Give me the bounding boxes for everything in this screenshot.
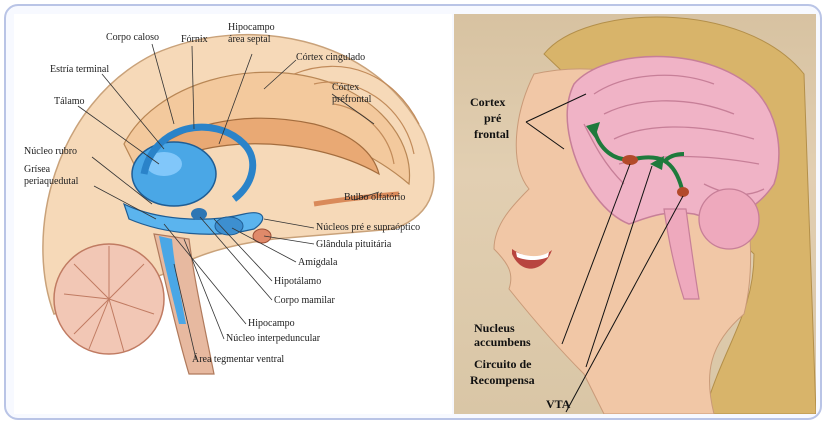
label-area-tegmentar-ventral: Área tegmentar ventral [192, 354, 284, 365]
label-nucleo-interpeduncular: Núcleo interpeduncular [226, 333, 320, 344]
label-hipocampo-area-septal-2: área septal [228, 34, 270, 45]
label-cortex-cingulado: Córtex cingulado [296, 52, 365, 63]
nucleus-accumbens-dot [622, 155, 638, 165]
vta-dot [677, 187, 689, 197]
label-nucleos-pre-supraoptico: Núcleos pré e supraóptico [316, 222, 420, 233]
label-corpo-caloso: Corpo caloso [106, 32, 159, 43]
mammillary-body-shape [191, 208, 207, 220]
label-estria-terminal: Estría terminal [50, 64, 109, 75]
amygdala-shape [215, 217, 243, 235]
label-corpo-mamilar: Corpo mamilar [274, 295, 335, 306]
label-circuito-recompensa-2: Recompensa [470, 374, 535, 387]
label-nucleus-accumbens-2: accumbens [474, 336, 531, 349]
label-bulbo-olfatorio: Bulbo olfatório [344, 192, 405, 203]
label-cortex-pre-frontal-3: frontal [474, 128, 509, 141]
reward-circuit-illustration: Cortex pré frontal Nucleus accumbens Cir… [454, 14, 816, 414]
label-cortex-pre-frontal-2: pré [484, 112, 501, 125]
label-hipotalamo: Hipotálamo [274, 276, 321, 287]
limbic-system-illustration: Corpo caloso Fórnix Hipocampo área septa… [14, 14, 452, 414]
label-grisea-periaquedutal-2: periaquedutal [24, 176, 78, 187]
label-glandula-pituitaria: Glândula pituitária [316, 239, 391, 250]
label-cortex-prefrontal-2: préfrontal [332, 94, 371, 105]
reward-circuit-drawing [454, 14, 816, 414]
label-cortex-prefrontal-1: Córtex [332, 82, 359, 93]
cerebellum-shape-right [699, 189, 759, 249]
label-fornix: Fórnix [181, 34, 208, 45]
label-nucleus-accumbens-1: Nucleus [474, 322, 515, 335]
label-cortex-pre-frontal-1: Cortex [470, 96, 505, 109]
label-vta: VTA [546, 398, 570, 411]
label-talamo: Tálamo [54, 96, 85, 107]
label-circuito-recompensa-1: Circuito de [474, 358, 531, 371]
label-hipocampo: Hipocampo [248, 318, 295, 329]
figure-frame: Corpo caloso Fórnix Hipocampo área septa… [4, 4, 822, 420]
label-hipocampo-area-septal-1: Hipocampo [228, 22, 275, 33]
label-grisea-periaquedutal-1: Grísea [24, 164, 50, 175]
label-nucleo-rubro: Núcleo rubro [24, 146, 77, 157]
label-amigdala: Amígdala [298, 257, 337, 268]
